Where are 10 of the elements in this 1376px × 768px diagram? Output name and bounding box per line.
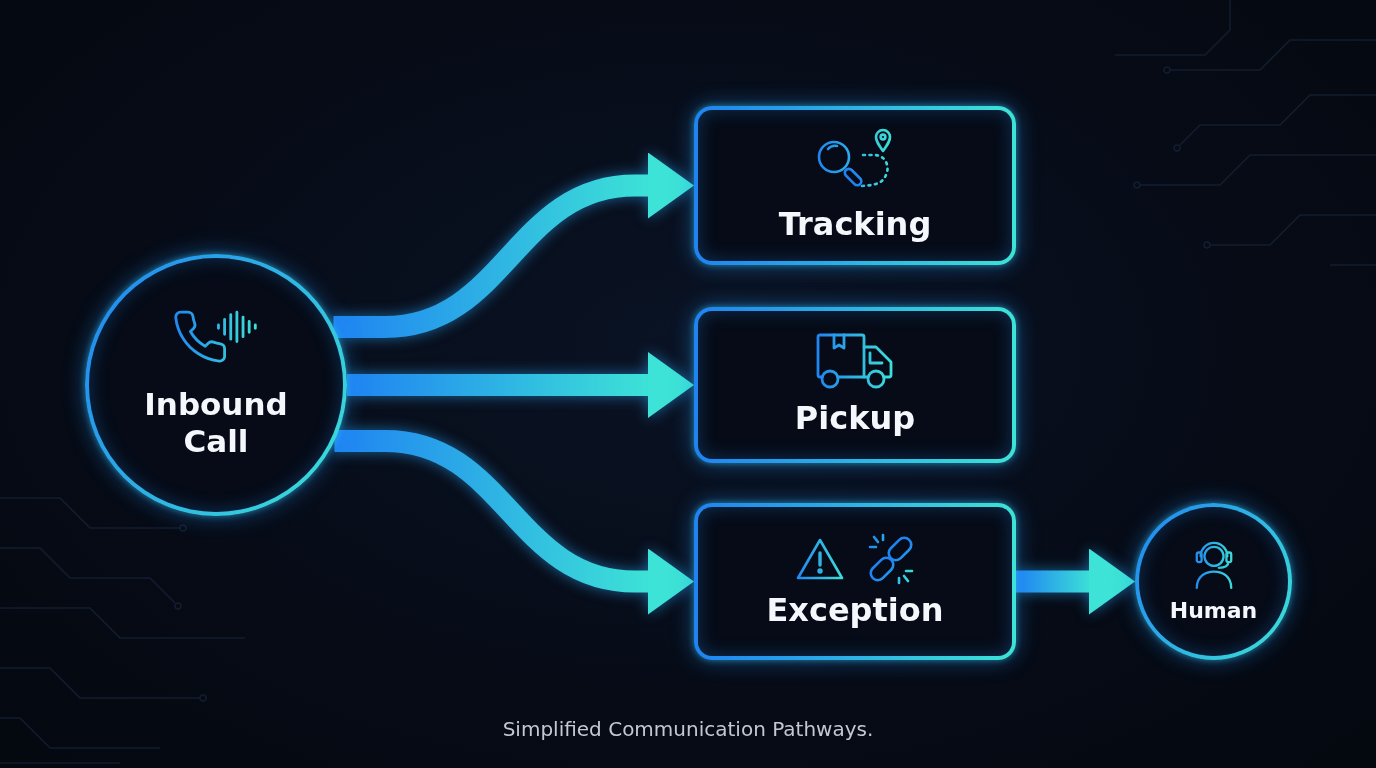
node-label: Human bbox=[1169, 598, 1258, 625]
arrow bbox=[1016, 548, 1135, 615]
arrow bbox=[347, 352, 694, 418]
node-label: Pickup bbox=[794, 398, 916, 438]
node-label: Tracking bbox=[778, 205, 932, 244]
node-label: Exception bbox=[766, 591, 944, 630]
arrow bbox=[334, 430, 694, 615]
caption: Simplified Communication Pathways. bbox=[502, 716, 874, 742]
arrow bbox=[333, 152, 694, 338]
node-label: Inbound Call bbox=[143, 385, 289, 461]
